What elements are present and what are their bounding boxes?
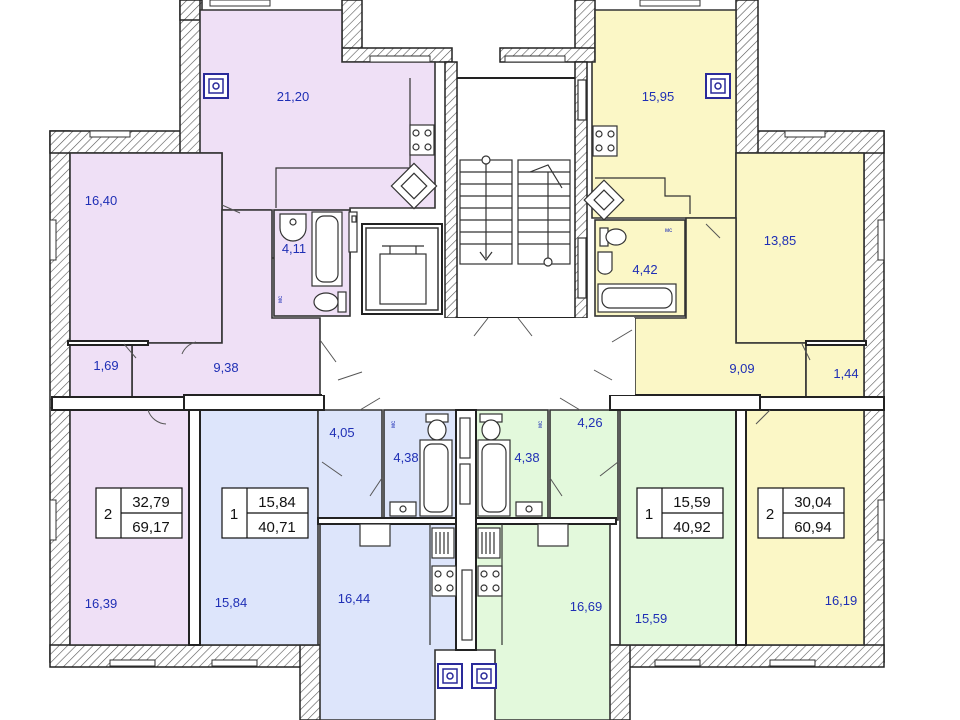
sink-icon	[390, 162, 438, 210]
apartment-living-area: 15,59	[673, 494, 711, 511]
area-labels: 21,20 16,40 4,11 9,38 1,69 15,95 13,85 4…	[85, 89, 859, 626]
apartment-room-count: 1	[645, 506, 653, 523]
ventilation-shaft-icon	[705, 73, 731, 99]
elevator-icon	[365, 227, 439, 311]
toilet-icon	[479, 413, 503, 441]
area-label: 16,19	[825, 593, 858, 608]
rooms	[69, 9, 865, 720]
area-label: 16,69	[570, 599, 603, 614]
area-label: 9,09	[729, 361, 754, 376]
ventilation-shaft-icon	[471, 663, 497, 689]
apartment-summary-box: 1 15,84 40,71	[221, 487, 309, 539]
toilet-icon	[313, 291, 347, 313]
apartment-room-count: 1	[230, 506, 238, 523]
ventilation-shaft-icon	[437, 663, 463, 689]
toilet-icon	[599, 227, 627, 247]
apartment-summary-boxes: 2 32,79 69,17 1 15,84 40,71 1 15,59 40,9…	[95, 487, 845, 539]
toilet-icon	[425, 413, 449, 441]
room-green-hall	[549, 409, 619, 521]
room-top-left-living	[69, 152, 223, 344]
apartment-living-area: 32,79	[132, 494, 170, 511]
stove-icon	[409, 124, 435, 156]
sink-icon	[583, 179, 625, 221]
doors	[123, 204, 811, 497]
apartment-summary-box: 1 15,59 40,92	[636, 487, 724, 539]
room-top-right-living	[735, 152, 865, 344]
area-label: 16,40	[85, 193, 118, 208]
sink-icon	[279, 213, 307, 242]
room-top-right-closet	[805, 342, 865, 398]
apartment-total-area: 40,92	[673, 519, 711, 536]
ventilation-shaft-icon	[203, 73, 229, 99]
area-label: 4,38	[514, 450, 539, 465]
apartment-room-count: 2	[766, 506, 774, 523]
apartment-living-area: 30,04	[794, 494, 832, 511]
apartment-summary-box: 2 32,79 69,17	[95, 487, 183, 539]
area-label: 4,05	[329, 425, 354, 440]
area-label: 16,39	[85, 596, 118, 611]
room-top-right-kitchen	[591, 9, 737, 219]
windows	[49, 0, 885, 667]
area-label: 4,26	[577, 415, 602, 430]
svg-text:мс: мс	[391, 421, 397, 428]
area-label: 15,59	[635, 611, 668, 626]
apartment-total-area: 69,17	[132, 519, 170, 536]
stove-icon	[431, 565, 457, 597]
stairs-icon	[459, 155, 571, 267]
area-label: 15,95	[642, 89, 675, 104]
area-label: 4,38	[393, 450, 418, 465]
apartment-total-area: 60,94	[794, 519, 832, 536]
sink-icon	[389, 501, 417, 517]
stove-icon	[477, 565, 503, 597]
fixtures: мс мс мс	[275, 78, 691, 645]
bathtub-icon	[419, 439, 453, 517]
area-label: 1,44	[833, 366, 858, 381]
area-label: 16,44	[338, 591, 371, 606]
sink-icon	[515, 501, 543, 517]
area-label: 1,69	[93, 358, 118, 373]
apartment-living-area: 15,84	[258, 494, 296, 511]
common-corridor	[322, 318, 635, 395]
svg-text:мс: мс	[278, 296, 284, 303]
area-label: 13,85	[764, 233, 797, 248]
sink-icon	[597, 251, 613, 275]
area-label: 21,20	[277, 89, 310, 104]
apartment-summary-box: 2 30,04 60,94	[757, 487, 845, 539]
apartment-room-count: 2	[104, 506, 112, 523]
stove-icon	[592, 125, 618, 157]
stairwell	[444, 61, 588, 319]
area-label: 4,11	[282, 241, 306, 256]
bathtub-icon	[597, 283, 677, 313]
apartment-total-area: 40,71	[258, 519, 296, 536]
area-label: 9,38	[213, 360, 238, 375]
area-label: 4,42	[632, 262, 657, 277]
bathtub-icon	[477, 439, 511, 517]
svg-text:мс: мс	[665, 228, 672, 234]
bathtub-icon	[311, 211, 343, 287]
area-label: 15,84	[215, 595, 248, 610]
svg-text:мс: мс	[538, 421, 544, 428]
